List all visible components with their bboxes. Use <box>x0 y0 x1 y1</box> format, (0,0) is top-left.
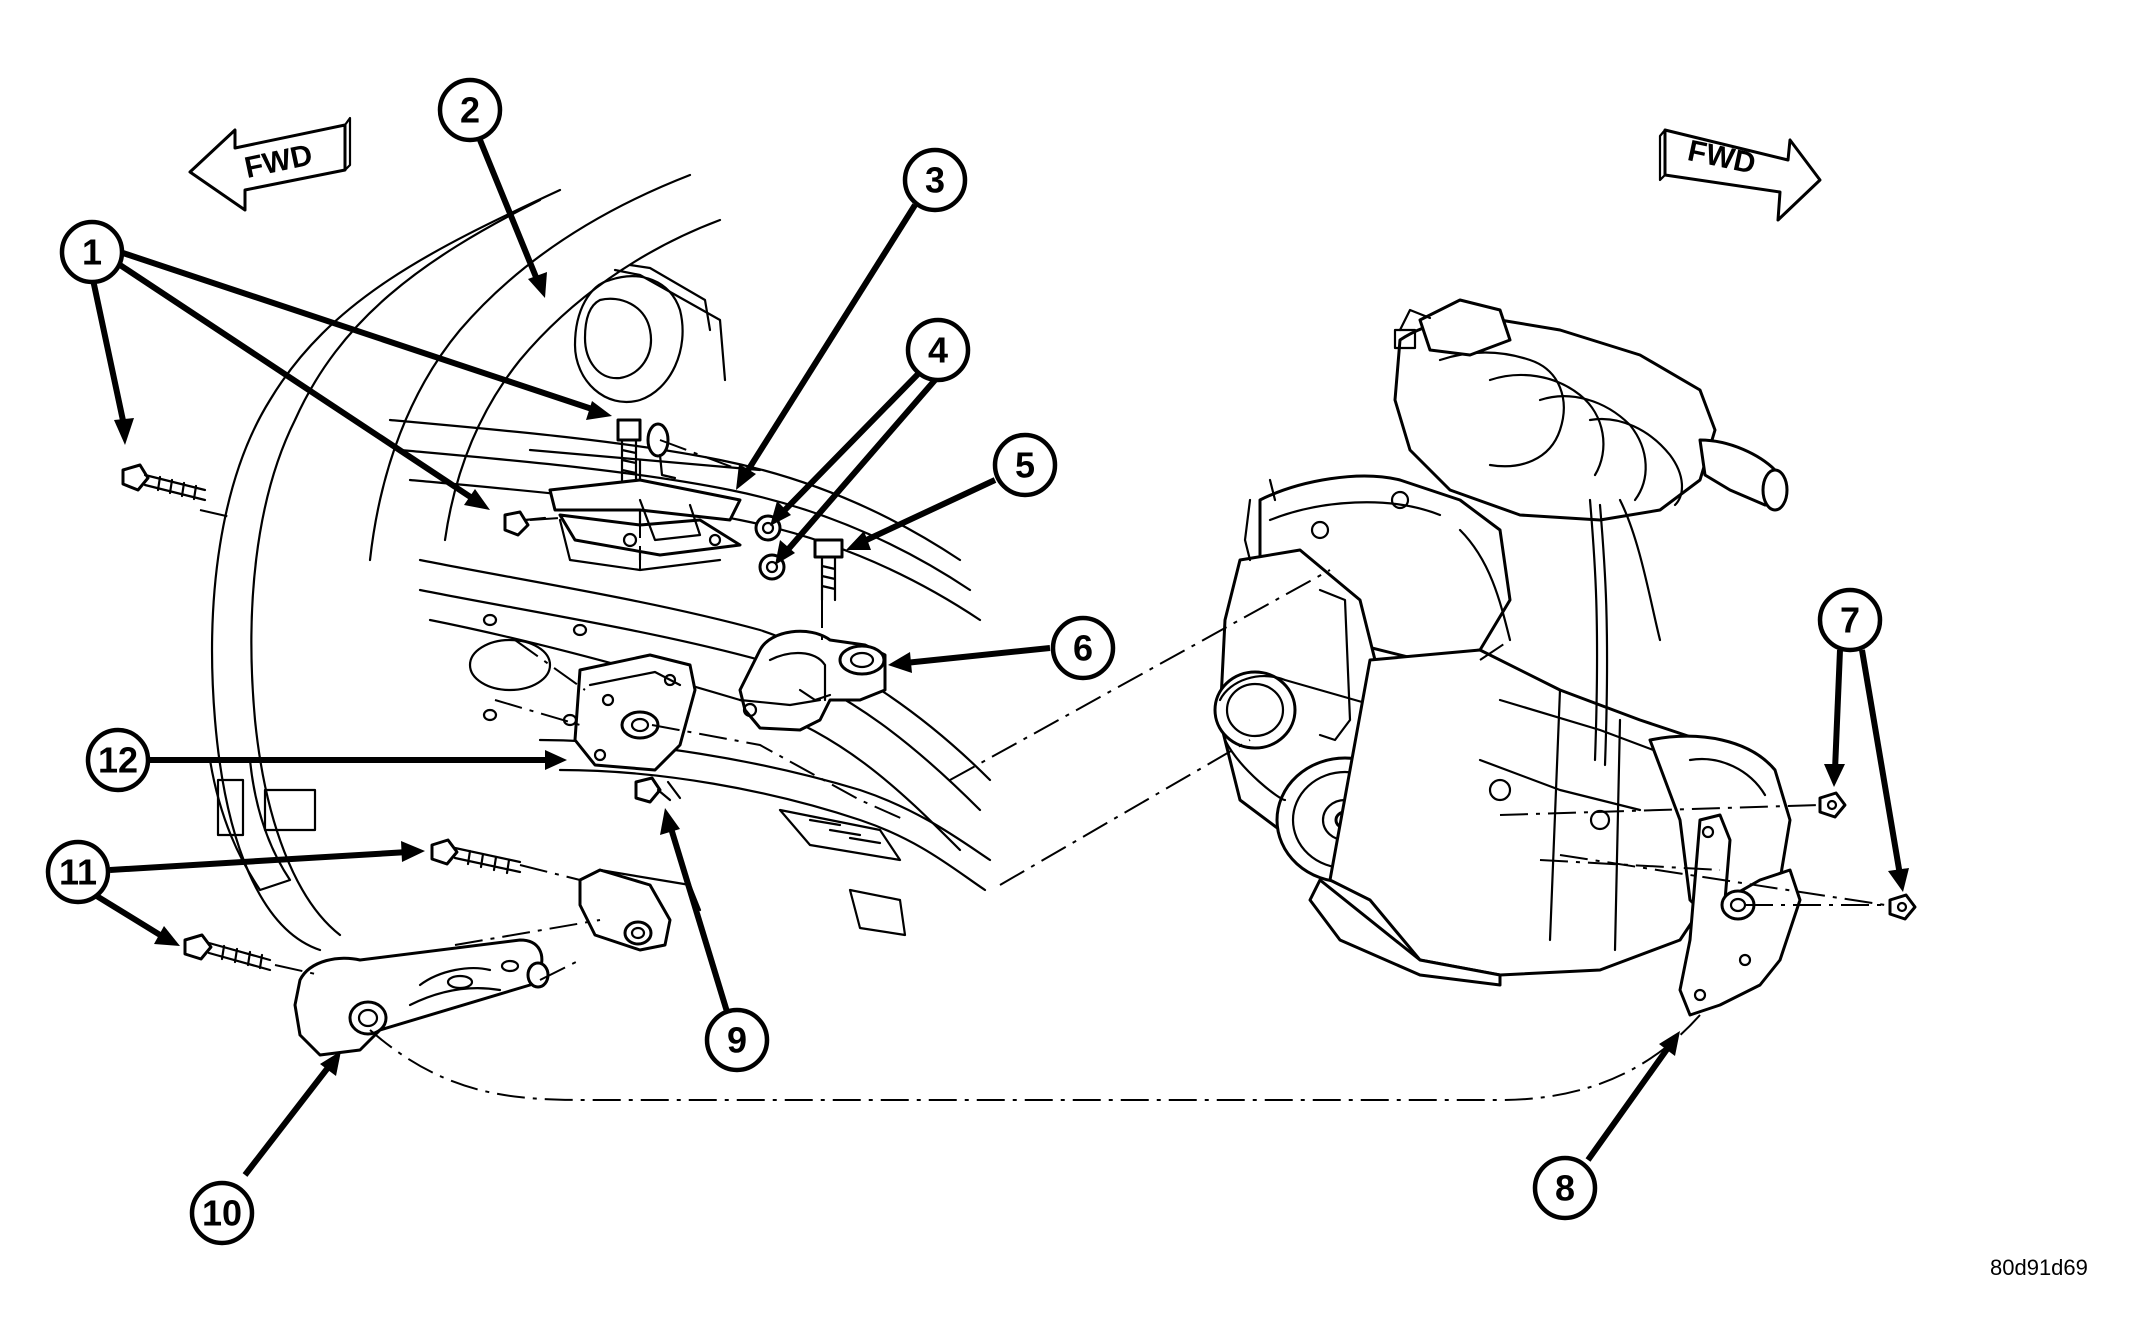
fwd-arrow-left: FWD <box>188 116 352 212</box>
bolt-7-upper <box>1818 791 1847 819</box>
left-mount-12 <box>573 653 697 772</box>
callout-12: 12 <box>85 727 151 793</box>
bolt-11-upper <box>430 838 522 875</box>
fwd-arrow-right: FWD <box>1658 128 1822 222</box>
bolt-upper-vertical <box>616 418 642 482</box>
callout-1: 1 <box>59 219 125 285</box>
vehicle-body-frame <box>208 173 992 952</box>
engine-bracket-8 <box>1678 813 1802 1017</box>
callout-10: 10 <box>189 1180 255 1246</box>
figure-code: 80d91d69 <box>1990 1255 2088 1280</box>
right-engine-mount <box>738 629 887 732</box>
callout-6-label: 6 <box>1073 628 1093 669</box>
callout-6: 6 <box>1050 615 1116 681</box>
bolt-vertical-5 <box>813 538 844 602</box>
callout-4: 4 <box>905 317 971 383</box>
callout-11: 11 <box>45 839 111 905</box>
torque-strut-10 <box>293 938 550 1057</box>
callout-7: 7 <box>1817 587 1883 653</box>
upper-mount-bracket <box>548 478 742 572</box>
lower-bracket <box>578 868 702 952</box>
callout-9: 9 <box>704 1007 770 1073</box>
callout-5-label: 5 <box>1015 445 1035 486</box>
callout-9-label: 9 <box>727 1020 747 1061</box>
callout-5: 5 <box>992 432 1058 498</box>
callout-4-label: 4 <box>928 330 948 371</box>
leader-lines <box>89 138 1909 1177</box>
bolt-upper-stud <box>646 422 677 480</box>
callout-1-label: 1 <box>82 232 102 273</box>
callout-8: 8 <box>1532 1155 1598 1221</box>
bolt-9 <box>634 776 682 804</box>
callout-3: 3 <box>902 147 968 213</box>
bolt-side <box>503 510 547 537</box>
bolt-11-lower <box>183 933 272 972</box>
callout-7-label: 7 <box>1840 600 1860 641</box>
callout-2-label: 2 <box>460 90 480 131</box>
callout-12-label: 12 <box>98 740 138 781</box>
callout-11-label: 11 <box>59 852 97 893</box>
alignment-lines <box>199 439 1886 1101</box>
callout-3-label: 3 <box>925 160 945 201</box>
callout-8-label: 8 <box>1555 1168 1575 1209</box>
callout-10-label: 10 <box>202 1193 242 1234</box>
bolt-7-lower <box>1888 893 1917 921</box>
bolt-fender <box>121 463 207 502</box>
callout-2: 2 <box>437 77 503 143</box>
